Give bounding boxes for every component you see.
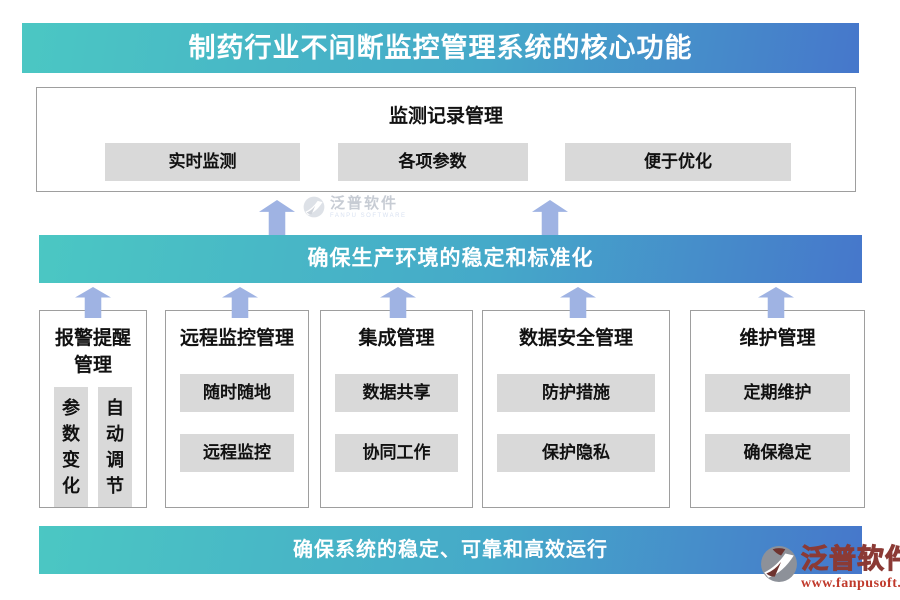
section-monitoring-records: 监测记录管理 实时监测 各项参数 便于优化 bbox=[36, 87, 856, 192]
chip-easy-optimization: 便于优化 bbox=[565, 143, 791, 181]
module-title: 报警提醒管理 bbox=[54, 328, 131, 376]
module-data-security: 数据安全管理 防护措施 保护隐私 bbox=[482, 310, 670, 508]
chip-privacy-protection: 保护隐私 bbox=[497, 434, 655, 472]
chip-column: 定期维护 确保稳定 bbox=[691, 374, 864, 472]
chip-remote-monitoring: 远程监控 bbox=[180, 434, 294, 472]
section-title: 监测记录管理 bbox=[388, 106, 503, 127]
module-alarm-reminder: 报警提醒管理 参数变化 自动调节 bbox=[39, 310, 147, 508]
chip-column: 随时随地 远程监控 bbox=[166, 374, 308, 472]
watermark-center: 泛普软件 FANPU SOFTWARE bbox=[303, 196, 406, 219]
chip-regular-maintenance: 定期维护 bbox=[705, 374, 850, 412]
module-maintenance: 维护管理 定期维护 确保稳定 bbox=[690, 310, 865, 508]
module-title: 远程监控管理 bbox=[179, 328, 294, 349]
fanpu-logo-icon bbox=[303, 196, 325, 218]
middle-banner: 确保生产环境的稳定和标准化 bbox=[39, 235, 862, 283]
module-integration: 集成管理 数据共享 协同工作 bbox=[320, 310, 473, 508]
chip-realtime-monitoring: 实时监测 bbox=[105, 143, 300, 181]
chip-row: 实时监测 各项参数 便于优化 bbox=[37, 143, 855, 181]
chip-data-sharing: 数据共享 bbox=[335, 374, 458, 412]
chip-anytime-anywhere: 随时随地 bbox=[180, 374, 294, 412]
chip-parameter-change: 参数变化 bbox=[54, 387, 88, 507]
fanpu-logo-icon bbox=[761, 546, 797, 582]
bottom-banner: 确保系统的稳定、可靠和高效运行 bbox=[39, 526, 862, 574]
watermark-subtitle: FANPU SOFTWARE bbox=[330, 213, 407, 219]
module-title: 数据安全管理 bbox=[518, 328, 633, 349]
chip-ensure-stability: 确保稳定 bbox=[705, 434, 850, 472]
watermark-name: 泛普软件 bbox=[330, 195, 399, 212]
module-title: 维护管理 bbox=[739, 328, 816, 349]
module-title: 集成管理 bbox=[358, 328, 435, 349]
chip-auto-adjust: 自动调节 bbox=[98, 387, 132, 507]
chip-various-parameters: 各项参数 bbox=[337, 143, 528, 181]
watermark-url: www.fanpusoft.com bbox=[801, 576, 900, 591]
chip-protective-measures: 防护措施 bbox=[497, 374, 655, 412]
watermark-name: 泛普软件 bbox=[801, 544, 900, 575]
up-arrow-icon bbox=[259, 200, 295, 235]
chip-column: 数据共享 协同工作 bbox=[321, 374, 472, 472]
up-arrow-icon bbox=[532, 200, 568, 235]
main-title-banner: 制药行业不间断监控管理系统的核心功能 bbox=[22, 23, 859, 73]
chip-collaboration: 协同工作 bbox=[335, 434, 458, 472]
chip-column: 防护措施 保护隐私 bbox=[483, 374, 669, 472]
module-remote-monitoring: 远程监控管理 随时随地 远程监控 bbox=[165, 310, 309, 508]
vertical-chip-row: 参数变化 自动调节 bbox=[40, 387, 146, 507]
watermark-corner: 泛普软件 www.fanpusoft.com bbox=[760, 544, 900, 592]
